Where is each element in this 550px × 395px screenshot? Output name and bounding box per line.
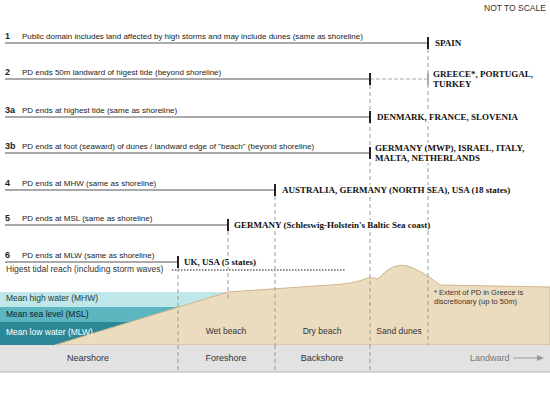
row-number: 4 — [5, 178, 10, 188]
discretionary-extent — [370, 79, 428, 80]
row-description: PD ends at foot (seaward) of dunes / lan… — [22, 142, 314, 151]
row-description: PD ends at MSL (same as shoreline) — [22, 214, 152, 223]
row-description: PD ends at highest tide (same as shoreli… — [22, 106, 177, 115]
scale-note: NOT TO SCALE — [484, 4, 546, 14]
row-description: PD ends 50m landward of higest tide (bey… — [22, 68, 221, 77]
tidal-reach-line — [172, 269, 345, 271]
zone-bar-dividers — [178, 345, 370, 372]
row-number: 3b — [5, 141, 16, 151]
row-number: 6 — [5, 250, 10, 260]
sand-profile — [55, 265, 550, 345]
row-description: PD ends at MHW (same as shoreline) — [22, 179, 156, 188]
shore-zone: Backshore — [301, 353, 344, 363]
row-number: 5 — [5, 213, 10, 223]
row-description: Public domain includes land affected by … — [22, 32, 363, 41]
row-number: 3a — [5, 105, 15, 115]
country-list: SPAIN — [433, 38, 463, 48]
country-list: GREECE*, PORTUGAL, TURKEY — [431, 69, 547, 90]
row-number: 1 — [5, 31, 10, 41]
zone-bar — [0, 345, 550, 372]
country-list: GERMANY (MWP), ISRAEL, ITALY, MALTA, NET… — [373, 143, 547, 164]
level-label: Mean sea level (MSL) — [6, 310, 89, 320]
zone-label: Sand dunes — [376, 327, 421, 337]
landward-arrowhead — [537, 355, 544, 361]
row-description: PD ends at MLW (same as shoreline) — [22, 251, 154, 260]
zone-dividers — [178, 49, 428, 372]
discretionary-end-bar — [427, 73, 429, 85]
level-label: Higest tidal reach (including storm wave… — [6, 265, 163, 275]
zone-label: Dry beach — [303, 327, 342, 337]
level-label: Mean high water (MHW) — [6, 294, 98, 304]
footnote: * Extent of PD in Greece is discretionar… — [434, 289, 546, 306]
row-number: 2 — [5, 67, 10, 77]
zone-label: Wet beach — [206, 327, 246, 337]
country-list: UK, USA (5 states) — [182, 257, 258, 267]
direction-label: Landward — [470, 353, 510, 363]
shore-zone: Foreshore — [205, 353, 246, 363]
country-list: GERMANY (Schleswig-Holstein's Baltic Sea… — [232, 220, 432, 230]
level-label: Mean low water (MLW) — [6, 328, 93, 338]
country-list: DENMARK, FRANCE, SLOVENIA — [375, 112, 520, 122]
country-list: AUSTRALIA, GERMANY (NORTH SEA), USA (18 … — [280, 185, 512, 195]
landward-arrow — [513, 358, 540, 359]
shore-zone: Nearshore — [67, 353, 109, 363]
